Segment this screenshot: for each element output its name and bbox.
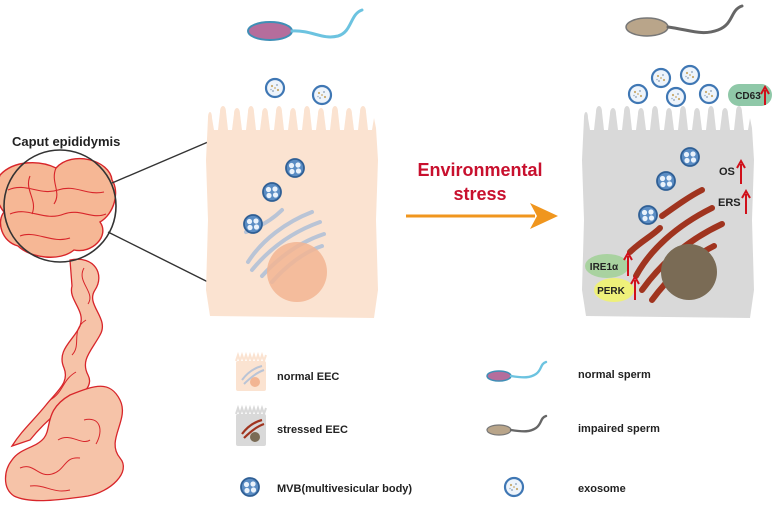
stressed-nucleus [661, 244, 717, 300]
stress-label-line1: Environmental [417, 160, 542, 180]
magnifier-circle [3, 149, 117, 263]
legend-impaired-sperm-icon [486, 414, 548, 436]
legend-normal-eec-label: normal EEC [277, 371, 339, 383]
legend-mvb-label: MVB(multivesicular body) [277, 483, 412, 495]
legend-stressed-eec-icon [235, 404, 267, 446]
legend-exosome-label: exosome [578, 483, 626, 495]
ers-label: ERS [718, 197, 741, 209]
normal-sperm [247, 8, 364, 41]
epididymis [0, 157, 124, 502]
ire1a-badge: IRE1α [585, 250, 633, 278]
stressed-exosomes [627, 64, 720, 108]
cd63-badge: CD63 [728, 84, 772, 106]
legend-normal-eec-icon [235, 351, 267, 391]
cd63-label: CD63 [735, 91, 761, 102]
stress-arrow [406, 203, 558, 229]
zoom-line-bottom [107, 231, 209, 283]
normal-nucleus [267, 242, 327, 302]
legend-mvb-icon [240, 477, 260, 497]
legend-normal-sperm-label: normal sperm [578, 369, 651, 381]
os-indicator: OS [719, 158, 746, 184]
legend-normal-sperm-icon [486, 360, 548, 382]
zoom-line-top [111, 141, 209, 184]
perk-label: PERK [597, 286, 626, 297]
impaired-sperm [625, 4, 744, 37]
stress-label-line2: stress [453, 184, 506, 204]
ers-indicator: ERS [718, 188, 751, 214]
legend: normal EEC stressed EEC MVB(multivesicul… [235, 351, 660, 498]
caput-label: Caput epididymis [12, 134, 120, 149]
legend-exosome-icon [503, 476, 525, 498]
ire1a-label: IRE1α [590, 262, 619, 273]
normal-exosomes [264, 77, 333, 106]
legend-impaired-sperm-label: impaired sperm [578, 423, 660, 435]
os-label: OS [719, 166, 735, 178]
normal-eec-cell [206, 106, 378, 318]
perk-badge: PERK [594, 274, 640, 302]
legend-stressed-eec-label: stressed EEC [277, 424, 348, 436]
